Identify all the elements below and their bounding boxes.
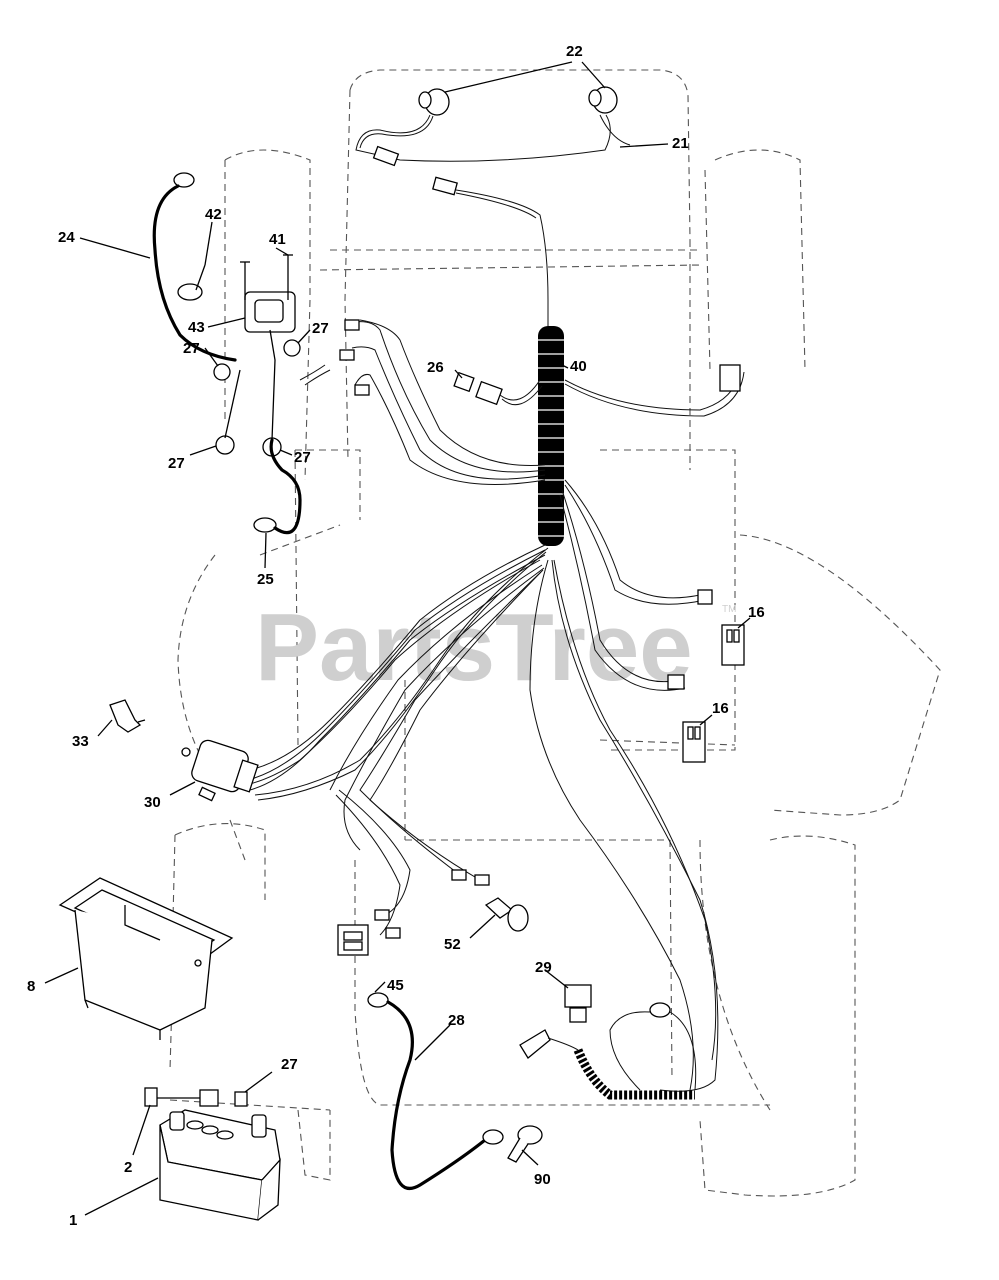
callout-24: 24 — [58, 229, 75, 246]
relay-29 — [564, 984, 592, 1023]
callout-25: 25 — [257, 571, 274, 588]
headlight-right — [588, 86, 618, 114]
battery-box — [58, 877, 234, 1040]
callout-29: 29 — [535, 959, 552, 976]
callout-43: 43 — [188, 319, 205, 336]
plug-52 — [484, 897, 529, 932]
callout-27-battery: 27 — [281, 1056, 298, 1073]
callout-21: 21 — [672, 135, 689, 152]
switch-bracket — [109, 699, 146, 733]
ignition-switch — [181, 739, 259, 802]
callout-45: 45 — [387, 977, 404, 994]
watermark-text: PartsTree — [255, 594, 693, 701]
solenoid-assembly — [177, 254, 331, 457]
callout-27-lower-right: 27 — [294, 449, 311, 466]
callout-90: 90 — [534, 1171, 551, 1188]
main-wire-harness — [244, 300, 745, 1092]
ground-cable-25 — [253, 438, 302, 535]
callout-30: 30 — [144, 794, 161, 811]
battery-cable-24 — [152, 172, 237, 362]
callout-26: 26 — [427, 359, 444, 376]
leader-lines — [44, 61, 751, 1216]
callout-33: 33 — [72, 733, 89, 750]
callout-40: 40 — [570, 358, 587, 375]
callout-28: 28 — [448, 1012, 465, 1029]
connector-45 — [337, 924, 369, 956]
headlight-harness — [355, 114, 631, 301]
chassis-outline — [169, 69, 941, 1197]
callout-52: 52 — [444, 936, 461, 953]
headlight-left — [418, 88, 450, 116]
coiled-harness — [519, 1002, 697, 1100]
terminal-boot-90 — [507, 1125, 543, 1163]
callout-16-upper: 16 — [748, 604, 765, 621]
callout-27-lower-left: 27 — [168, 455, 185, 472]
callout-1: 1 — [69, 1212, 77, 1229]
callout-labels: 22 21 24 42 41 43 27 27 27 27 26 40 25 1… — [27, 43, 765, 1229]
callout-42: 42 — [205, 206, 222, 223]
callout-8: 8 — [27, 978, 35, 995]
callout-22: 22 — [566, 43, 583, 60]
callout-2: 2 — [124, 1159, 132, 1176]
watermark-trademark: TM — [722, 604, 736, 615]
callout-27-upper-left: 27 — [183, 340, 200, 357]
callout-41: 41 — [269, 231, 286, 248]
starter-cable-28 — [367, 992, 504, 1191]
callout-16-lower: 16 — [712, 700, 729, 717]
battery-terminal-hardware — [144, 1087, 248, 1107]
callout-27-upper-right: 27 — [312, 320, 329, 337]
battery — [159, 1109, 281, 1221]
